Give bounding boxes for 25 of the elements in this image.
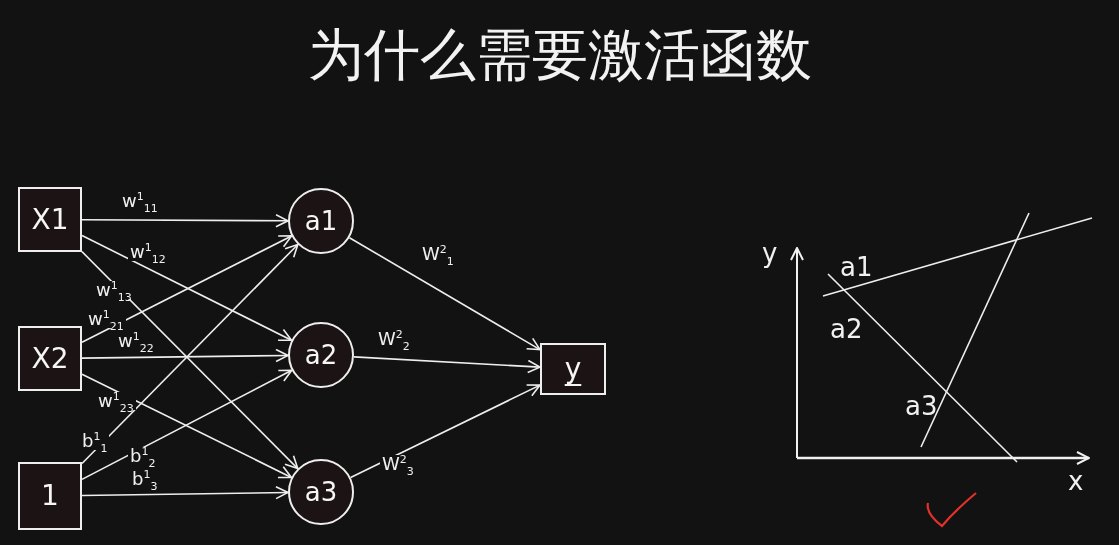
arrow — [81, 348, 289, 363]
plot-label: x — [1068, 468, 1084, 494]
node-label: a3 — [304, 479, 338, 505]
arrow — [81, 485, 289, 500]
input-box — [18, 462, 82, 530]
arrow — [81, 213, 289, 228]
node-label: X1 — [31, 205, 69, 234]
arrow — [349, 384, 541, 479]
neuron-circle — [288, 459, 354, 525]
plot-label: a3 — [905, 393, 938, 419]
arrow — [348, 236, 541, 351]
plot-label: y — [762, 240, 778, 266]
input-box — [18, 326, 82, 391]
node-label: a1 — [304, 208, 338, 234]
arrow — [353, 356, 541, 374]
plot-label: a1 — [840, 254, 873, 280]
node-label: X2 — [31, 344, 69, 373]
plot-label: a2 — [830, 316, 863, 342]
node-label: y — [564, 355, 582, 383]
node-label: a2 — [304, 342, 338, 368]
title: 为什么需要激活函数 — [307, 21, 812, 89]
node-label: 1 — [41, 482, 59, 510]
input-box — [540, 343, 606, 395]
input-box — [18, 187, 82, 252]
neuron-circle — [288, 188, 354, 254]
